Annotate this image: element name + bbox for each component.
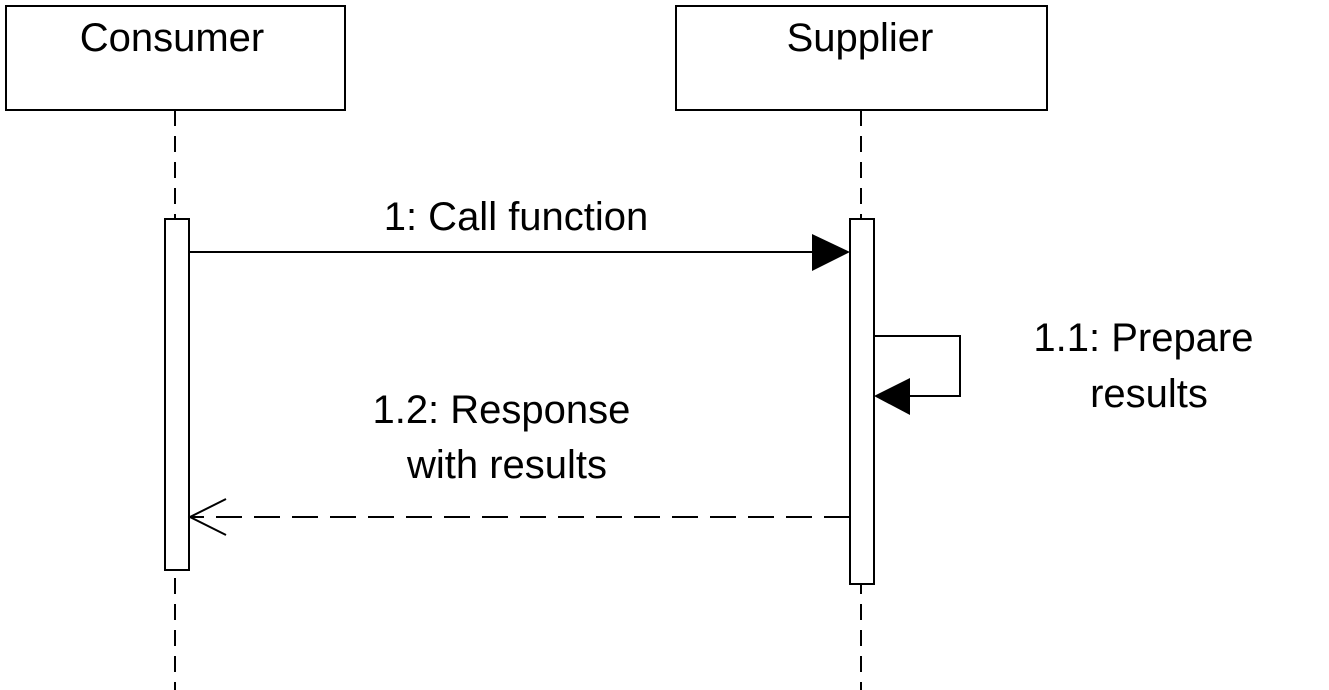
message-response: 1.2: Response with results xyxy=(187,388,850,536)
participant-name-consumer: Consumer xyxy=(80,16,265,60)
participant-name-supplier: Supplier xyxy=(787,16,934,60)
filled-arrowhead-icon xyxy=(812,234,850,271)
message-label-line: 1.1: Prepare xyxy=(1033,316,1253,360)
message-label-line: with results xyxy=(406,443,607,487)
open-arrowhead-icon xyxy=(187,498,227,536)
participant-consumer: Consumer xyxy=(5,5,346,111)
activation-bar-consumer xyxy=(164,218,190,571)
participant-box-consumer xyxy=(5,5,346,111)
message-label-line: 1.2: Response xyxy=(372,388,630,432)
message-label-line: results xyxy=(1090,372,1208,416)
message-label-response: 1.2: Response with results xyxy=(372,388,641,487)
participant-box-supplier xyxy=(675,5,1048,111)
activation-bar-supplier xyxy=(849,218,875,585)
message-label-prepare-results: 1.1: Prepare results xyxy=(1033,316,1264,416)
message-prepare-results: 1.1: Prepare results xyxy=(874,316,1264,416)
filled-arrowhead-icon xyxy=(874,378,910,415)
message-call-function: 1: Call function xyxy=(189,195,850,271)
participant-supplier: Supplier xyxy=(675,5,1048,111)
self-call-line xyxy=(874,335,961,397)
message-label-call-function: 1: Call function xyxy=(384,195,649,239)
